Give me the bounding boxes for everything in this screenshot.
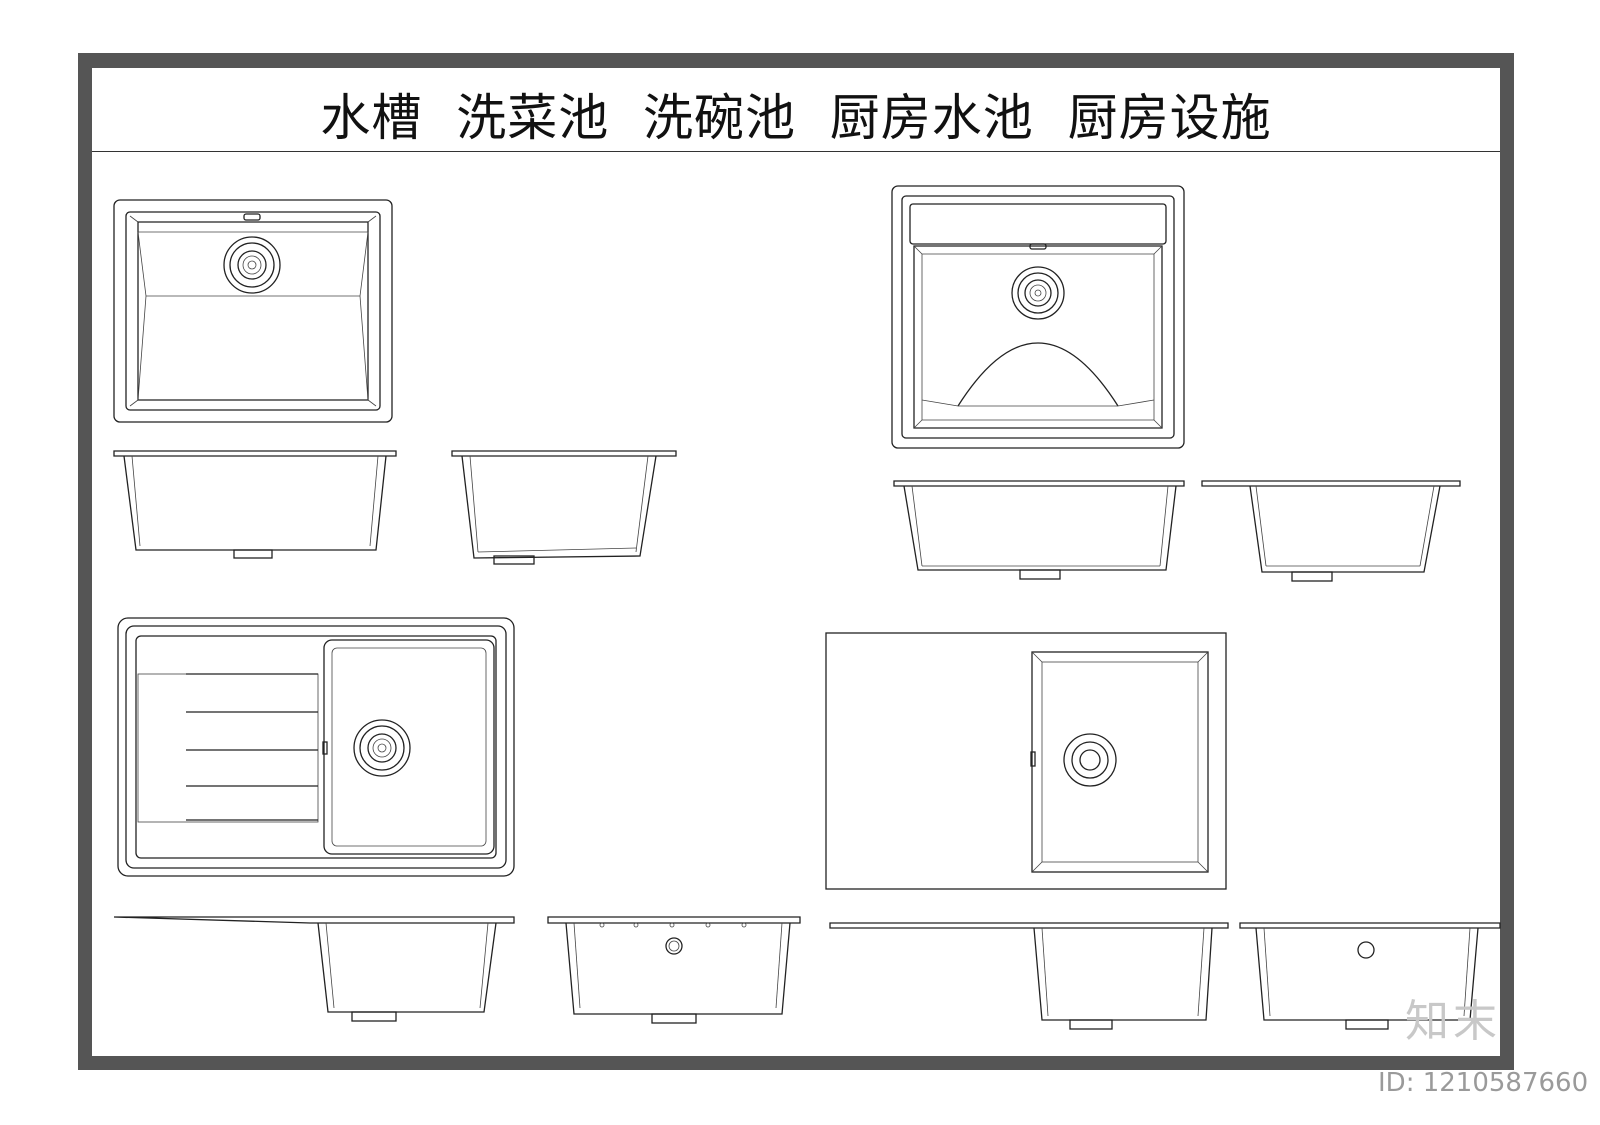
title-bar: 水槽 洗菜池 洗碗池 厨房水池 厨房设施 [92, 68, 1500, 152]
countertop-sink-front-elevation [829, 922, 1229, 1030]
sink-with-top-shelf-plan [891, 185, 1185, 449]
countertop-sink-side-elevation [1239, 922, 1501, 1030]
drain-icon [353, 719, 411, 777]
drain-icon [1011, 266, 1065, 320]
page-title: 水槽 洗菜池 洗碗池 厨房水池 厨房设施 [320, 89, 1272, 147]
sink-with-drainboard-front-elevation [113, 916, 515, 1022]
drain-icon [1063, 733, 1117, 787]
sink-with-drainboard-side-elevation [547, 916, 801, 1024]
single-sink-plan [113, 199, 393, 423]
watermark-id: ID: 1210587660 [1378, 1068, 1589, 1098]
single-sink-front-elevation [113, 450, 397, 559]
countertop-sink-plan [825, 632, 1227, 890]
sink-with-top-shelf-front-elevation [893, 480, 1185, 580]
drain-icon [223, 236, 281, 294]
sink-with-drainboard-plan [117, 617, 515, 877]
watermark-logo: 知末 [1405, 996, 1501, 1047]
single-sink-side-elevation [451, 450, 677, 565]
sink-with-top-shelf-side-elevation [1201, 480, 1461, 582]
